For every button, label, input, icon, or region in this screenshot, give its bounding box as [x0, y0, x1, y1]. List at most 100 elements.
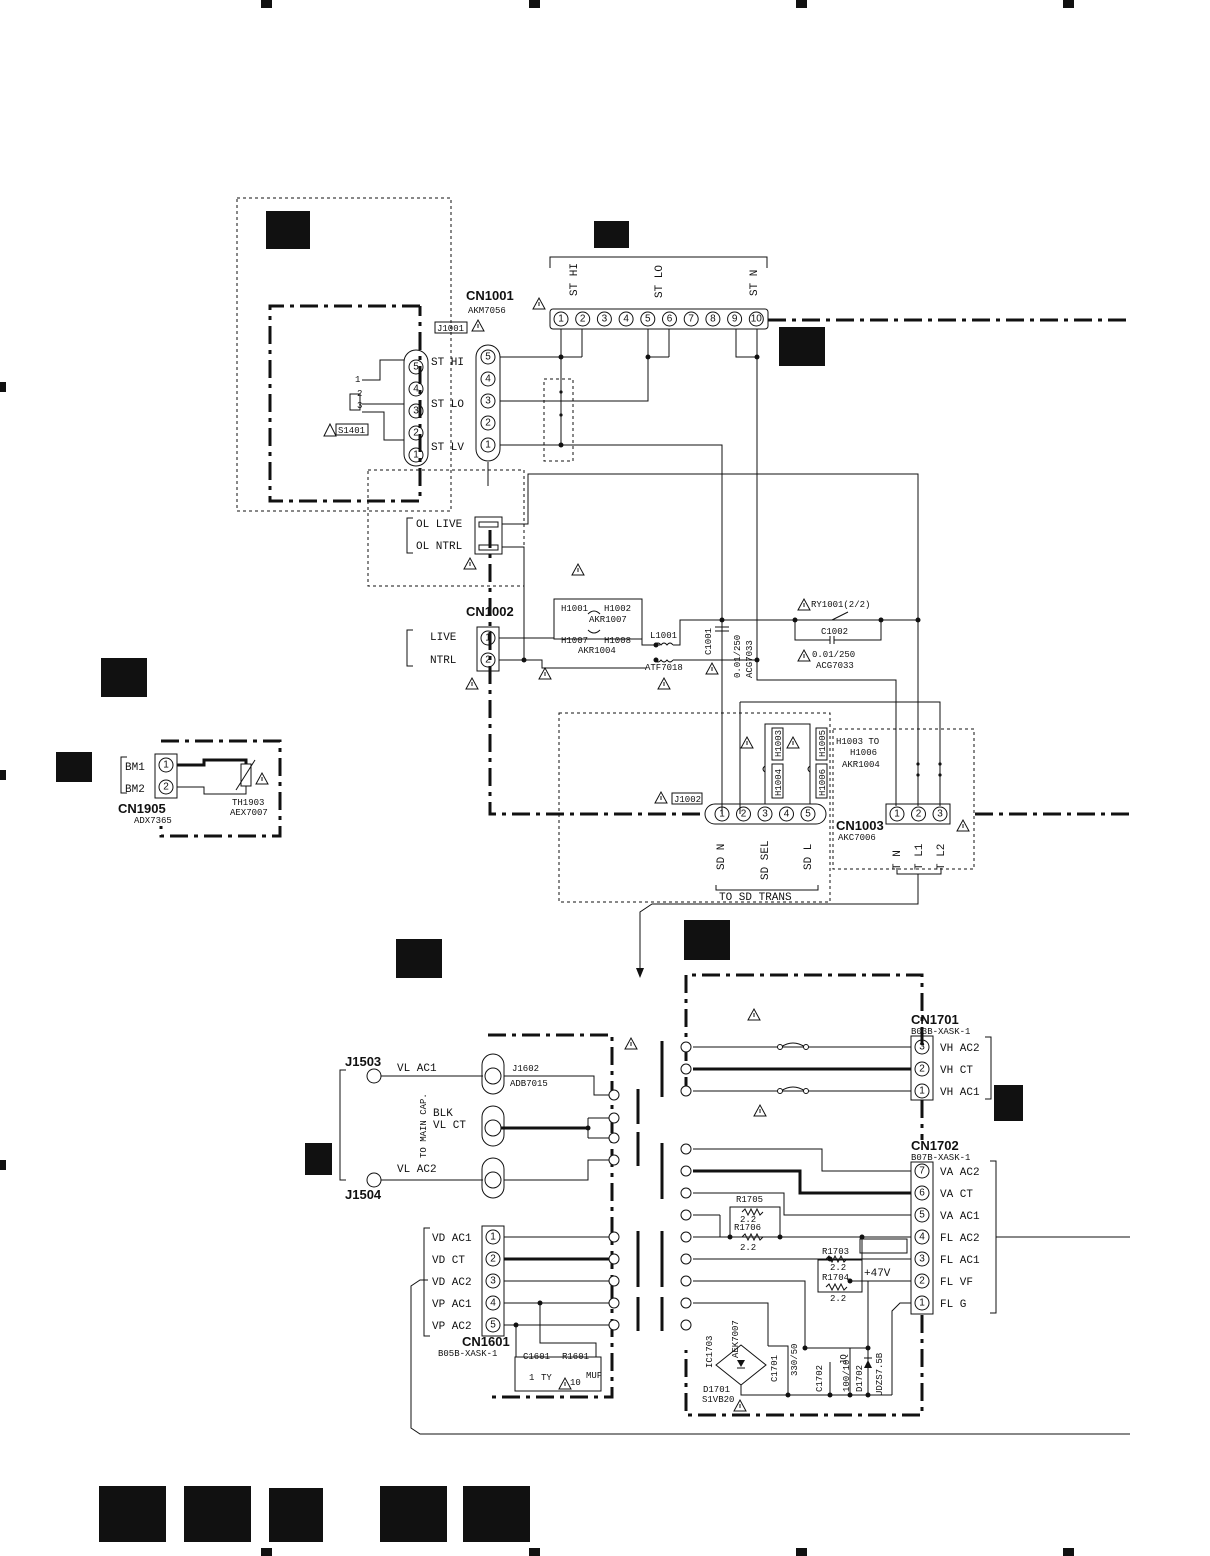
cn1001-pin-num: 1 [558, 314, 564, 325]
svg-text:0.01/250: 0.01/250 [733, 635, 743, 678]
switch-pin-num: 4 [413, 384, 419, 395]
svg-text:0.01/250: 0.01/250 [812, 650, 855, 660]
svg-text:J1002: J1002 [674, 795, 701, 805]
cn1002: CN1002 LIVE NTRL 1 2 [406, 604, 646, 672]
svg-text:AEX7007: AEX7007 [230, 808, 268, 818]
j1001-pin-num: 4 [485, 374, 491, 385]
svg-text:J1503: J1503 [345, 1054, 381, 1069]
cn1702-label: FL AC1 [940, 1255, 980, 1267]
warning-icon [471, 318, 485, 332]
svg-text:H1006: H1006 [818, 769, 828, 796]
xfmr-terminal [608, 1112, 620, 1124]
svg-text:2.2: 2.2 [830, 1294, 846, 1304]
switch-pin [408, 447, 424, 463]
j1001-pin [480, 349, 496, 365]
cn1601-pin [485, 1317, 501, 1333]
svg-text:R1703: R1703 [822, 1247, 849, 1257]
cn1001-pin [596, 311, 612, 327]
warning-icon [657, 676, 671, 690]
svg-text:H1003: H1003 [774, 730, 784, 757]
cn1001-pin [575, 311, 591, 327]
svg-text:AKC7006: AKC7006 [838, 833, 876, 843]
svg-text:D1701: D1701 [703, 1385, 730, 1395]
cn1702-label: FL AC2 [940, 1233, 980, 1245]
cn1003-pin-num: 2 [916, 809, 922, 820]
cn1601-pin [485, 1295, 501, 1311]
svg-text:B07B-XASK-1: B07B-XASK-1 [911, 1153, 970, 1163]
power-left: J1503 J1504 VL AC1 VL AC2 BLK VL CT TO M… [339, 1053, 614, 1202]
cn1702-pin [914, 1251, 930, 1267]
j1001-connector [475, 344, 501, 462]
xfmr-terminal [608, 1297, 620, 1309]
warning-icon [654, 790, 668, 804]
xfmr-terminal [608, 1319, 620, 1331]
j1002-pin-num: 1 [719, 809, 725, 820]
switch-label-sthi: ST HI [431, 357, 464, 369]
cn1701-pin [914, 1039, 930, 1055]
cn1702-label: VA AC2 [940, 1167, 980, 1179]
j1001-pin [480, 437, 496, 453]
svg-text:LIVE: LIVE [430, 632, 457, 644]
switch-pin [408, 403, 424, 419]
cn1702-pin-num: 3 [919, 1254, 925, 1265]
jumper-box [543, 378, 574, 462]
svg-text:2: 2 [485, 655, 491, 666]
j1001-pin-num: 5 [485, 352, 491, 363]
switch-board-outline [268, 304, 422, 503]
svg-text:+47V: +47V [864, 1268, 891, 1280]
xfmr-terminal [680, 1063, 692, 1075]
switch-pin-num: 5 [413, 362, 419, 373]
cn1702-pin [914, 1207, 930, 1223]
block-markers [56, 211, 1023, 1542]
cn1702-pin [914, 1163, 930, 1179]
cn1601-pin-num: 2 [490, 1254, 496, 1265]
svg-text:C1002: C1002 [821, 627, 848, 637]
warning-icon [705, 661, 719, 675]
warning-icon [532, 296, 546, 310]
warning-icons [255, 296, 970, 1412]
switch-label-stlo: ST LO [431, 399, 464, 411]
svg-text:CN1003: CN1003 [836, 818, 884, 833]
svg-text:CN1702: CN1702 [911, 1138, 959, 1153]
xfmr-terminal [680, 1209, 692, 1221]
cn1905: BM1 BM2 1 2 CN1905 ADX7365 TH1903 AEX700… [118, 739, 282, 838]
svg-text:ADX7365: ADX7365 [134, 816, 172, 826]
switch-pin-num: 1 [413, 450, 419, 461]
xfmr-terminal [680, 1253, 692, 1265]
svg-text:TO SD TRANS: TO SD TRANS [719, 892, 792, 904]
cn1001-pin-num: 3 [602, 314, 608, 325]
cn1001-pin-num: 9 [732, 314, 738, 325]
j1002-pin-num: 4 [784, 809, 790, 820]
svg-text:1: 1 [355, 375, 360, 385]
s1401-switch: 1 2 3 S1401 [323, 359, 404, 441]
cn1001-pin-num: 2 [580, 314, 586, 325]
cn1601-label: VD CT [432, 1255, 465, 1267]
cn1702-pin-num: 2 [919, 1276, 925, 1287]
warning-icon [786, 735, 800, 749]
switch-pin [408, 381, 424, 397]
j1002-pin-num: 5 [805, 809, 811, 820]
svg-text:CN1002: CN1002 [466, 604, 514, 619]
svg-text:H1003 TO: H1003 TO [836, 737, 879, 747]
svg-text:JQ: JQ [839, 1354, 849, 1365]
cn1701-pin [914, 1083, 930, 1099]
svg-text:CN1701: CN1701 [911, 1012, 959, 1027]
svg-text:2.2: 2.2 [830, 1263, 846, 1273]
svg-text:H1005: H1005 [818, 730, 828, 757]
j1001-pin-num: 3 [485, 396, 491, 407]
sd-trans-box [558, 712, 831, 903]
xfmr-terminal [608, 1089, 620, 1101]
svg-text:VL AC1: VL AC1 [397, 1063, 437, 1075]
cn1702-label: VA AC1 [940, 1211, 980, 1223]
svg-text:C1701: C1701 [770, 1355, 780, 1382]
cn1701-label: VH CT [940, 1065, 973, 1077]
svg-text:B03B-XASK-1: B03B-XASK-1 [911, 1027, 970, 1037]
cn1702-pin-num: 4 [919, 1232, 925, 1243]
j1001-pin-num: 2 [485, 418, 491, 429]
svg-text:MUF: MUF [586, 1371, 602, 1381]
cn1601-pin-num: 4 [490, 1298, 496, 1309]
cn1003-pin [889, 806, 905, 822]
